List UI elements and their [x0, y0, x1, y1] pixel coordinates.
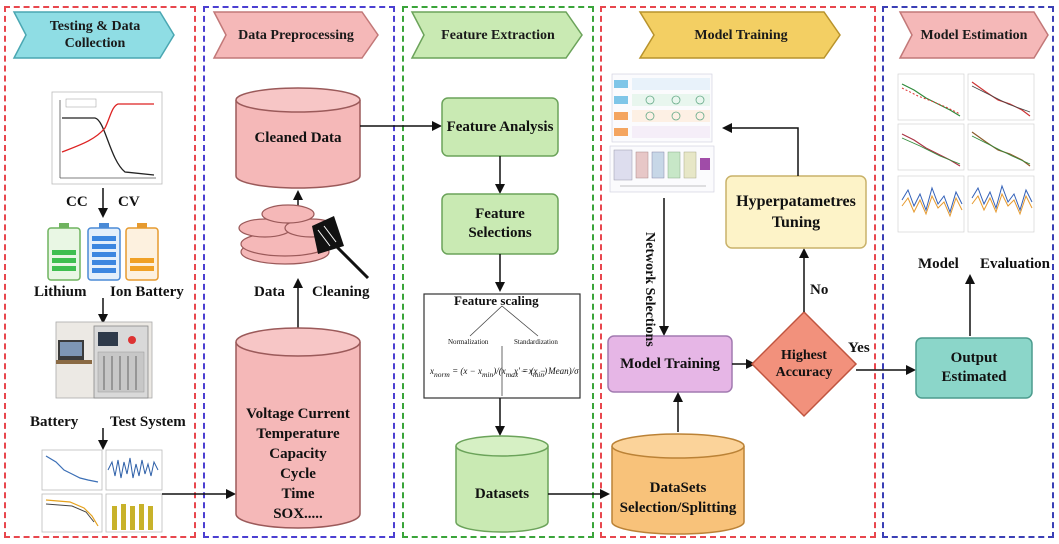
cc-label: CC — [66, 194, 88, 210]
panel-model-estimation — [882, 6, 1054, 538]
panel-model-training — [600, 6, 876, 538]
cc-cv-charging-chart — [51, 91, 163, 185]
evaluation-label: Evaluation — [980, 256, 1051, 272]
standardization-formula: x′ = (x − Mean)/σ — [514, 366, 579, 376]
feature-scaling-title: Feature scaling — [454, 293, 539, 308]
no-label: No — [810, 282, 829, 298]
feature-analysis-label: Feature Analysis — [446, 118, 554, 135]
estimation-result-plots — [897, 73, 1035, 233]
arrow-hyper-to-network — [722, 123, 799, 176]
data-label: Data — [254, 284, 285, 300]
lithium-label: Lithium — [34, 284, 87, 300]
raw-field-sox: SOX..... — [273, 506, 323, 522]
panel-testing-data-collection — [4, 6, 196, 538]
cleaned-data-label: Cleaned Data — [254, 129, 342, 146]
header-shape-collection — [12, 11, 175, 59]
raw-field-capacity: Capacity — [269, 446, 327, 462]
raw-field-voltage-current: Voltage Current — [246, 406, 350, 422]
test-system-label: Test System — [110, 414, 186, 430]
hyperparameters-box — [725, 175, 867, 249]
model-training-label: Model Training — [620, 355, 720, 372]
header-shape-preprocessing — [212, 11, 379, 59]
output-estimated-label: Output Estimated — [941, 350, 1007, 385]
header-model-estimation: Model Estimation — [920, 27, 1028, 43]
header-shape-feature — [410, 11, 583, 59]
splitting-label: DataSets Selection/Splitting — [619, 480, 737, 516]
network-selections-label: Network Selections — [642, 232, 657, 347]
feature-scaling-panel — [423, 293, 581, 399]
datasets-label: Datasets — [474, 485, 530, 502]
standardization-label: Standardization — [514, 338, 558, 346]
output-estimated-box — [915, 337, 1033, 399]
header-data-preprocessing: Data Preprocessing — [238, 27, 354, 43]
cleaning-label: Cleaning — [312, 284, 370, 300]
feature-selections-label: Feature Selections — [468, 206, 532, 241]
battery-label: Battery — [30, 414, 79, 430]
battery-icons — [47, 223, 159, 281]
header-feature-extraction: Feature Extraction — [441, 27, 555, 43]
broom-icon — [312, 216, 370, 280]
battery-test-system-photo — [55, 321, 153, 399]
accuracy-label: Highest Accuracy — [775, 348, 833, 380]
yes-label: Yes — [848, 340, 870, 356]
raw-field-cycle: Cycle — [280, 466, 316, 482]
panel-data-preprocessing — [203, 6, 395, 538]
cv-label: CV — [118, 194, 140, 210]
hyperparameters-label: Hyperpatametres Tuning — [736, 193, 856, 231]
cleaned-data-cylinder — [235, 87, 361, 189]
header-model-training: Model Training — [694, 27, 788, 43]
raw-field-temperature: Temperature — [256, 426, 340, 442]
header-shape-training — [638, 11, 841, 59]
raw-data-cylinder — [235, 327, 361, 529]
panel-feature-extraction — [402, 6, 594, 538]
normalization-formula: xnorm = (x − xmin)/(xmax − xmin) — [430, 366, 548, 379]
network-architecture-image — [609, 73, 715, 193]
header-shape-estimation — [898, 11, 1049, 59]
measurement-plots — [41, 449, 163, 533]
model-label: Model — [918, 256, 959, 272]
splitting-cylinder — [611, 433, 745, 535]
normalization-label: Normalization — [448, 338, 489, 346]
raw-data-fields: Voltage Current Temperature Capacity Cyc… — [236, 404, 360, 524]
raw-field-time: Time — [281, 486, 315, 502]
ion-battery-label: Ion Battery — [110, 284, 184, 300]
datasets-cylinder — [455, 435, 549, 533]
accuracy-diamond — [750, 310, 858, 418]
header-testing-data-collection: Testing & Data Collection — [49, 19, 141, 51]
